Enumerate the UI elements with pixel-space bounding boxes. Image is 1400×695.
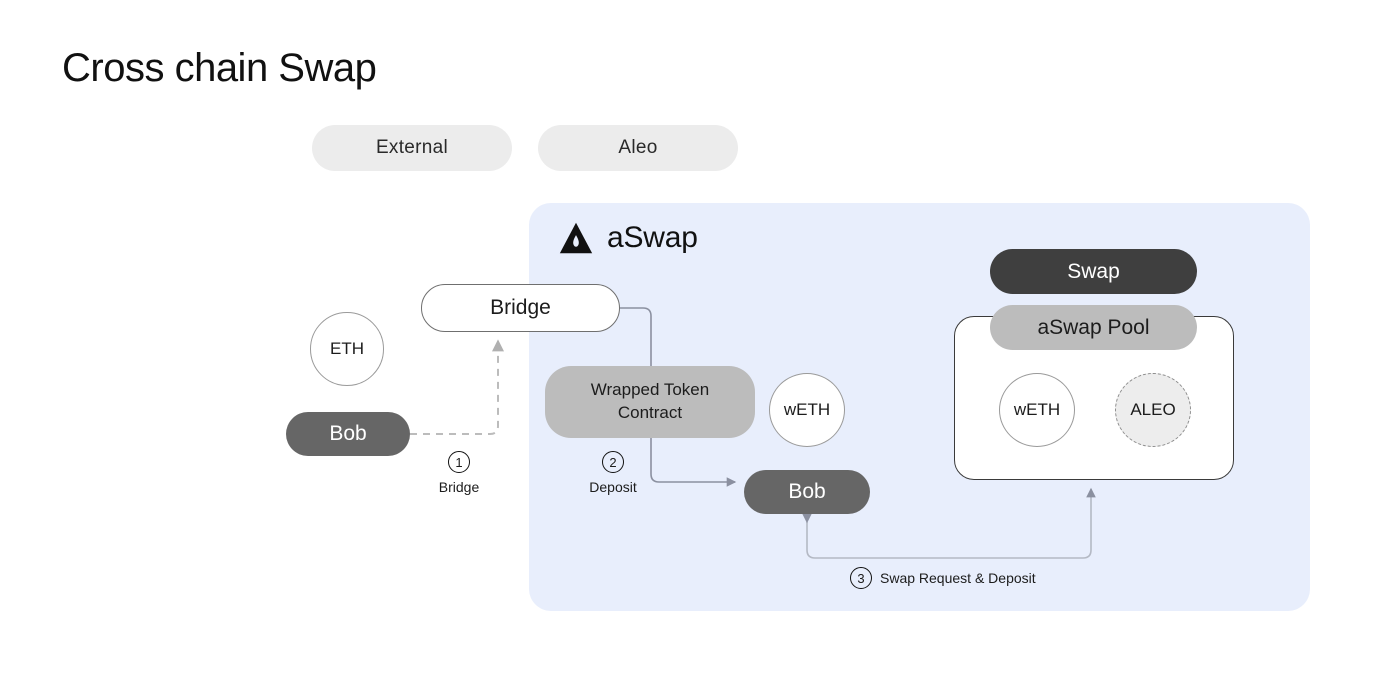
node-weth-pool: wETH — [999, 373, 1075, 447]
zone-pill-aleo: Aleo — [538, 125, 738, 171]
step-marker-1: 1 Bridge — [409, 451, 509, 495]
step-3-number: 3 — [850, 567, 872, 589]
zone-pill-external: External — [312, 125, 512, 171]
node-swap-label: Swap — [1067, 259, 1120, 283]
node-bridge-label: Bridge — [490, 296, 551, 319]
node-swap: Swap — [990, 249, 1197, 294]
node-aswap-pool-tag-label: aSwap Pool — [1037, 315, 1150, 339]
node-eth-label: ETH — [330, 339, 364, 358]
node-bridge: Bridge — [421, 284, 620, 332]
step-3-label: Swap Request & Deposit — [880, 570, 1036, 586]
step-2-label: Deposit — [589, 479, 637, 495]
node-weth-middle: wETH — [769, 373, 845, 447]
step-2-number: 2 — [602, 451, 624, 473]
node-aswap-pool-tag: aSwap Pool — [990, 305, 1197, 350]
node-aleo-pool-label: ALEO — [1130, 400, 1176, 419]
node-bob-external: Bob — [286, 412, 410, 456]
step-1-label: Bridge — [438, 479, 480, 495]
connector-bob-to-bridge — [410, 339, 504, 435]
node-aleo-pool: ALEO — [1115, 373, 1191, 447]
step-marker-3: 3 Swap Request & Deposit — [850, 567, 1036, 589]
step-1-number: 1 — [448, 451, 470, 473]
aswap-logo-icon — [559, 222, 593, 254]
node-wrapped-token-contract-label-line1: Wrapped Token — [590, 380, 710, 400]
node-eth: ETH — [310, 312, 384, 386]
aswap-brand-name: aSwap — [607, 221, 698, 254]
node-bob-external-label: Bob — [329, 422, 367, 445]
page-title: Cross chain Swap — [62, 46, 377, 90]
node-bob-aleo-label: Bob — [788, 480, 826, 503]
aswap-brand: aSwap — [557, 219, 698, 257]
node-wrapped-token-contract: Wrapped Token Contract — [545, 366, 755, 438]
node-weth-middle-label: wETH — [783, 400, 831, 419]
node-bob-aleo: Bob — [744, 470, 870, 514]
node-wrapped-token-contract-label-line2: Contract — [617, 403, 683, 422]
node-weth-pool-label: wETH — [1013, 400, 1061, 419]
step-marker-2: 2 Deposit — [563, 451, 663, 495]
